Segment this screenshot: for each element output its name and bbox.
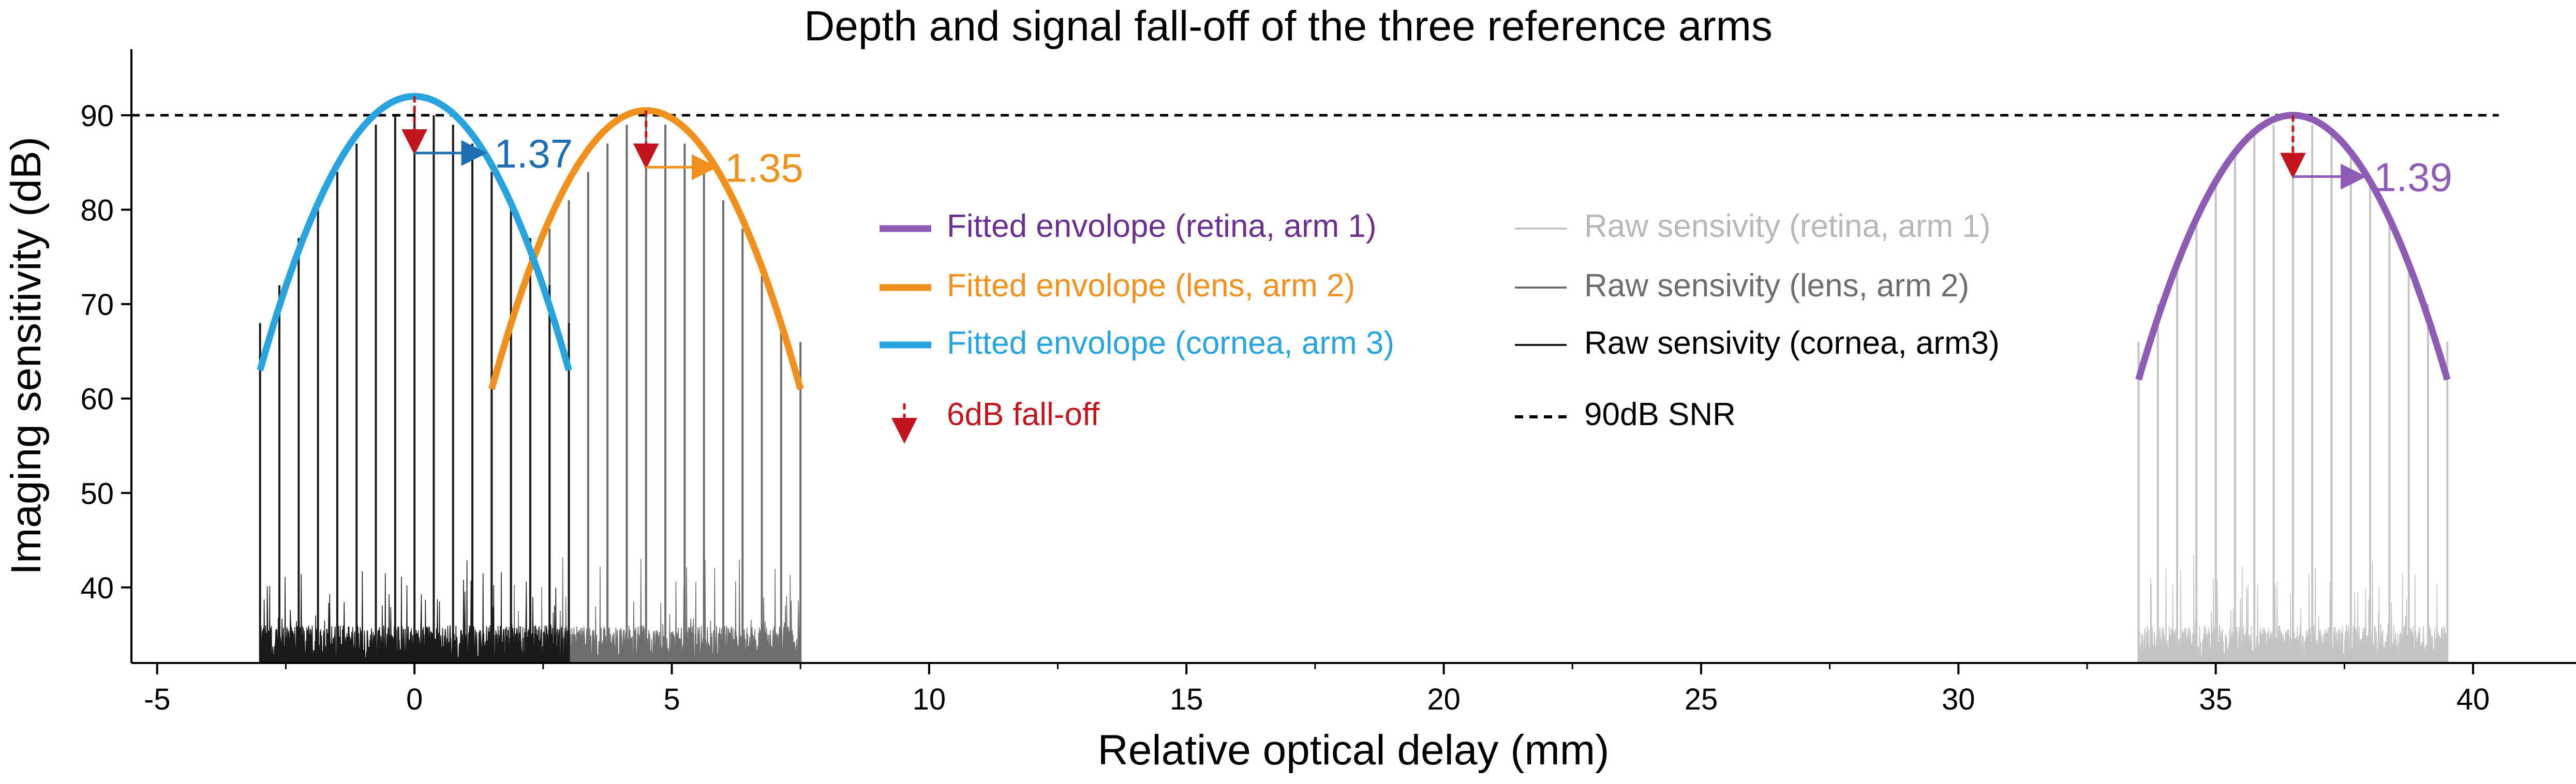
raw-series	[490, 115, 802, 664]
falloff-value-label: 1.37	[494, 131, 573, 176]
legend-label-falloff: 6dB fall-off	[947, 397, 1100, 432]
falloff-annotation-layer: 1.37 1.35 1.39	[401, 96, 2452, 200]
x-tick-label: 0	[406, 683, 423, 716]
falloff-value-label: 1.35	[725, 145, 803, 190]
legend-label-envelope-cornea: Fitted envolope (cornea, arm 3)	[947, 325, 1394, 361]
y-tick-label: 80	[80, 193, 114, 227]
falloff-annotation: 1.35	[633, 110, 803, 190]
x-tick-label: 10	[913, 683, 946, 716]
fitted-envelope	[2135, 112, 2451, 381]
x-tick-label: 15	[1170, 683, 1203, 716]
y-tick-label: 50	[80, 477, 114, 510]
legend-label-envelope-lens: Fitted envolope (lens, arm 2)	[947, 268, 1355, 304]
legend-label-envelope-retina: Fitted envolope (retina, arm 1)	[947, 208, 1377, 244]
x-tick-label: -5	[144, 683, 171, 716]
raw-series	[259, 105, 570, 664]
fitted-envelope	[257, 93, 572, 371]
x-tick-label: 20	[1427, 683, 1461, 716]
legend-label-raw-cornea: Raw sensivity (cornea, arm3)	[1584, 325, 2000, 361]
x-tick-label: 35	[2199, 683, 2232, 716]
x-tick-label: 25	[1685, 683, 1718, 716]
x-tick-label: 30	[1942, 683, 1975, 716]
x-tick-label: 40	[2456, 683, 2490, 716]
falloff-annotation: 1.39	[2280, 115, 2452, 200]
raw-sensitivity-layer	[259, 105, 2449, 664]
x-ticks: -5 0 5 10 15 20 25 30 35 40	[144, 663, 2490, 716]
falloff-annotation: 1.37	[401, 96, 573, 176]
y-axis-label: Imaging sensitivity (dB)	[3, 137, 50, 575]
y-tick-label: 60	[80, 383, 114, 416]
legend-label-snr: 90dB SNR	[1584, 397, 1736, 432]
x-axis-label: Relative optical delay (mm)	[1098, 727, 1610, 774]
y-ticks: 40 50 60 70 80 90	[80, 99, 131, 605]
legend: Fitted envolope (retina, arm 1) Fitted e…	[880, 208, 2000, 444]
raw-series	[2137, 115, 2449, 664]
axes	[130, 49, 2576, 664]
y-tick-label: 70	[80, 288, 114, 322]
y-tick-label: 90	[80, 99, 114, 133]
y-tick-label: 40	[80, 571, 114, 605]
x-tick-label: 5	[663, 683, 680, 716]
legend-label-raw-retina: Raw sensivity (retina, arm 1)	[1584, 208, 1991, 244]
falloff-value-label: 1.39	[2374, 155, 2452, 200]
legend-label-raw-lens: Raw sensivity (lens, arm 2)	[1584, 268, 1969, 304]
chart-title: Depth and signal fall-off of the three r…	[804, 3, 1773, 50]
